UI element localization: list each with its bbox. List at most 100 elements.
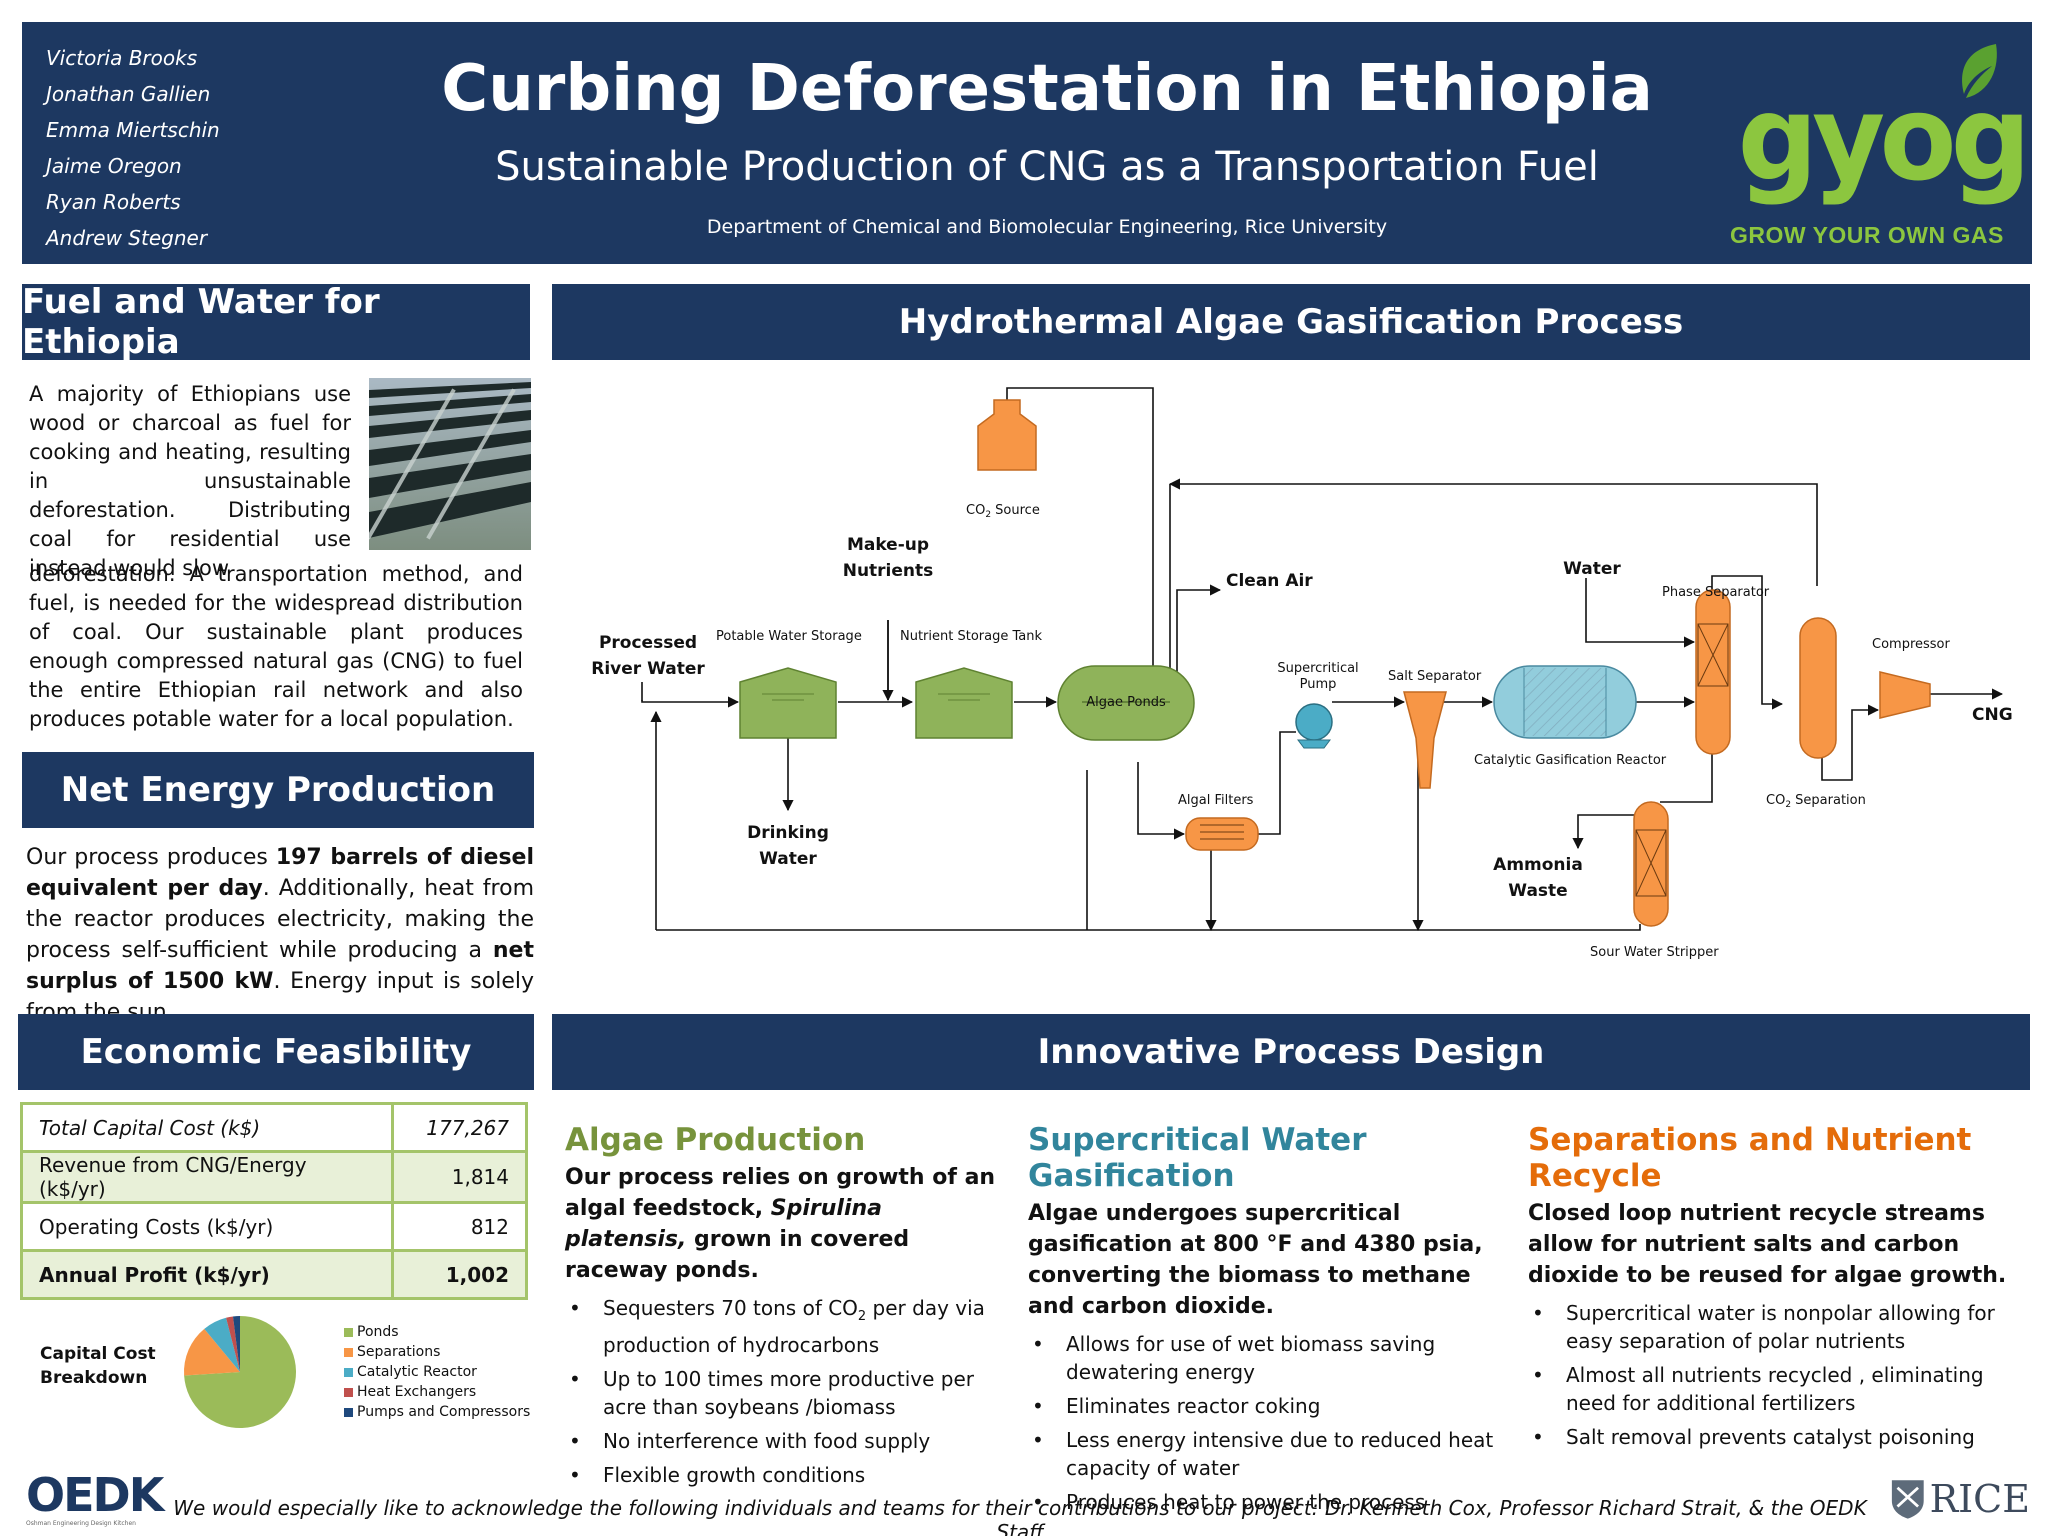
supercritical-pump	[1295, 703, 1333, 741]
column-title: Separations and Nutrient Recycle	[1528, 1122, 1972, 1194]
leaf-icon	[1962, 44, 1997, 98]
table-cell-value: 177,267	[391, 1102, 528, 1153]
poster-subtitle: Sustainable Production of CNG as a Trans…	[495, 144, 1599, 190]
author-name: Victoria Brooks	[46, 46, 198, 70]
label-algae-ponds: Algae Ponds	[1086, 695, 1166, 710]
label-cng: CNG	[1972, 705, 2013, 725]
list-item: Almost all nutrients recycled , eliminat…	[1528, 1361, 2018, 1417]
label-supercritical-pump: Pump	[1300, 677, 1337, 692]
section-heading-innovative: Innovative Process Design	[552, 1014, 2030, 1090]
table-cell-label: Operating Costs (k$/yr)	[20, 1201, 394, 1252]
label-catalytic-reactor: Catalytic Gasification Reactor	[1474, 753, 1667, 768]
table-row: Annual Profit (k$/yr) 1,002	[20, 1249, 528, 1300]
net-energy-text: Our process produces 197 barrels of dies…	[26, 842, 534, 1028]
legend-item: Pumps and Compressors	[344, 1402, 530, 1422]
legend-label: Ponds	[357, 1324, 399, 1340]
label-nutrient-storage-tank: Nutrient Storage Tank	[900, 629, 1042, 644]
raceway-ponds-photo	[369, 378, 531, 550]
label-supercritical-pump: Supercritical	[1277, 661, 1358, 676]
table-cell-value: 1,002	[391, 1249, 528, 1300]
pie-slice-ponds	[184, 1316, 296, 1428]
oedk-logo-text: OEDK	[26, 1468, 164, 1522]
table-cell-value: 812	[391, 1201, 528, 1252]
legend-swatch	[344, 1327, 353, 1337]
label-algal-filters: Algal Filters	[1178, 793, 1254, 808]
legend-item: Separations	[344, 1342, 530, 1362]
label-phase-separator: Phase Separator	[1662, 585, 1770, 600]
author-name: Ryan Roberts	[46, 190, 181, 214]
lead-species: Spirulina platensis,	[565, 1196, 883, 1252]
phase-separator	[1695, 589, 1731, 755]
potable-water-tank	[739, 667, 837, 739]
legend-label: Heat Exchangers	[357, 1384, 477, 1400]
oedk-logo-subtext: Oshman Engineering Design Kitchen	[26, 1520, 136, 1527]
legend-swatch	[344, 1347, 353, 1357]
gyog-logo: gyog GROW YOUR OWN GAS	[1704, 42, 2031, 257]
legend-swatch	[344, 1387, 353, 1397]
label-sour-water-stripper: Sour Water Stripper	[1590, 945, 1719, 960]
label-clean-air: Clean Air	[1226, 571, 1313, 591]
column-lead: Algae undergoes supercritical gasificati…	[1028, 1201, 1483, 1319]
net-energy-highlight: 197 barrels of diesel equivalent per day	[26, 845, 535, 901]
legend-label: Catalytic Reactor	[357, 1364, 477, 1380]
list-item: Produces heat to power the process	[1028, 1488, 1498, 1516]
acknowledgement-text: We would especially like to acknowledge …	[173, 1496, 1867, 1536]
label-drinking-water: Drinking	[747, 823, 829, 843]
list-item: Allows for use of wet biomass saving dew…	[1028, 1330, 1498, 1386]
pie-chart-caption: Capital Cost Breakdown	[40, 1342, 156, 1390]
column-scwg: Supercritical Water Gasification Algae u…	[1028, 1122, 1498, 1522]
co2-separation-column	[1799, 617, 1837, 759]
label-makeup-nutrients: Make-up	[847, 535, 929, 555]
table-row: Revenue from CNG/Energy (k$/yr) 1,814	[20, 1150, 528, 1204]
author-name: Andrew Stegner	[46, 226, 208, 250]
table-row: Total Capital Cost (k$) 177,267	[20, 1102, 528, 1153]
label-drinking-water: Water	[759, 849, 817, 869]
list-item: Salt removal prevents catalyst poisoning	[1528, 1423, 2018, 1451]
label-co2-source: CO2 Source	[966, 503, 1040, 520]
section-heading-economic: Economic Feasibility	[18, 1014, 534, 1090]
pie-slice-separations	[184, 1328, 240, 1376]
author-name: Jonathan Gallien	[46, 82, 211, 106]
legend-label: Pumps and Compressors	[357, 1404, 531, 1420]
label-compressor: Compressor	[1872, 637, 1951, 652]
pie-slice-pumps-and-compressors	[232, 1316, 240, 1372]
poster-title: Curbing Deforestation in Ethiopia	[441, 52, 1653, 126]
list-item: Less energy intensive due to reduced hea…	[1028, 1426, 1498, 1482]
list-item: Up to 100 times more productive per acre…	[565, 1365, 1005, 1421]
column-separations: Separations and Nutrient Recycle Closed …	[1528, 1122, 2018, 1457]
column-title: Supercritical Water Gasification	[1028, 1122, 1367, 1194]
table-cell-label: Total Capital Cost (k$)	[20, 1102, 394, 1153]
list-item: Sequesters 70 tons of CO2 per day via pr…	[565, 1294, 1005, 1359]
list-item: No interference with food supply	[565, 1427, 1005, 1455]
label-processed-river-water: River Water	[591, 659, 705, 679]
table-cell-label: Annual Profit (k$/yr)	[20, 1249, 394, 1300]
label-co2-separation: CO2 Separation	[1766, 793, 1866, 810]
rice-logo: RICE	[1890, 1474, 2030, 1524]
rice-shield-icon	[1891, 1480, 1924, 1519]
column-algae-production: Algae Production Our process relies on g…	[565, 1122, 1005, 1495]
net-energy-text-part: Our process produces	[26, 845, 276, 870]
poster-header: Victoria Brooks Jonathan Gallien Emma Mi…	[22, 22, 2032, 264]
rice-logo-text: RICE	[1929, 1477, 2030, 1521]
algal-filters-unit	[1185, 817, 1259, 851]
compressor	[1879, 671, 1931, 719]
economic-table: Total Capital Cost (k$) 177,267 Revenue …	[20, 1102, 528, 1300]
list-item: Flexible growth conditions	[565, 1461, 1005, 1489]
table-cell-value: 1,814	[391, 1150, 528, 1204]
net-energy-highlight: net surplus of 1500 kW	[26, 938, 534, 994]
pie-caption-line: Capital Cost	[40, 1344, 156, 1364]
pie-slice-heat-exchangers	[226, 1316, 240, 1372]
label-water: Water	[1563, 559, 1621, 579]
pie-slice-catalytic-reactor	[204, 1317, 240, 1372]
column-lead: Our process relies on growth of an algal…	[565, 1162, 1005, 1286]
column-lead: Closed loop nutrient recycle streams all…	[1528, 1201, 2007, 1288]
logo-tagline: GROW YOUR OWN GAS	[1730, 222, 2004, 248]
section-heading-net-energy: Net Energy Production	[22, 752, 534, 828]
nutrient-storage-tank	[915, 667, 1013, 739]
oedk-logo: OEDK Oshman Engineering Design Kitchen	[26, 1468, 164, 1528]
pie-caption-line: Breakdown	[40, 1368, 148, 1388]
section-heading-process: Hydrothermal Algae Gasification Process	[552, 284, 2030, 360]
lead-part: Our process relies on growth of an algal…	[565, 1165, 996, 1221]
co2-source-tank	[977, 399, 1037, 471]
column-title: Algae Production	[565, 1122, 866, 1158]
